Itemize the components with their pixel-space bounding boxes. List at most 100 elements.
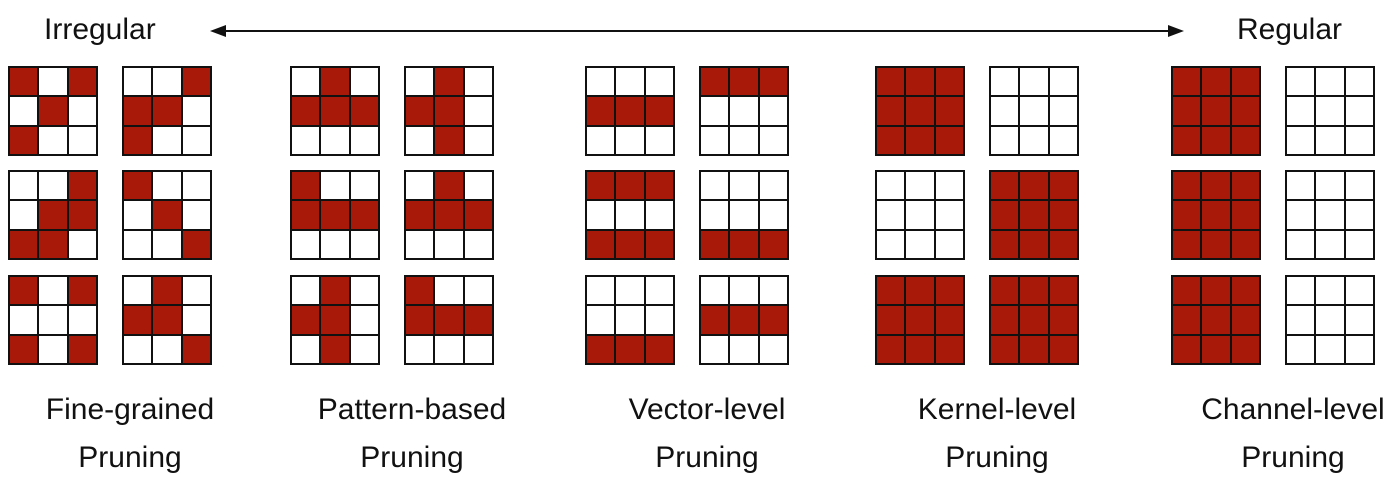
pruned-weight-cell xyxy=(701,230,729,258)
pruned-weight-cell xyxy=(124,172,152,200)
weight-cell xyxy=(759,172,787,200)
weight-cell xyxy=(906,201,934,229)
pruned-weight-cell xyxy=(1173,277,1201,305)
weight-cell xyxy=(292,335,320,363)
pruned-weight-cell xyxy=(935,306,963,334)
weight-cell xyxy=(645,126,673,154)
pruned-weight-cell xyxy=(10,126,38,154)
weight-cell xyxy=(1316,97,1344,125)
pruned-weight-cell xyxy=(587,97,615,125)
weight-cell xyxy=(182,277,210,305)
weight-cell xyxy=(406,335,434,363)
pruned-weight-cell xyxy=(991,172,1019,200)
weight-cell xyxy=(464,277,492,305)
weight-cell xyxy=(124,201,152,229)
weight-cell xyxy=(587,68,615,96)
weight-cell xyxy=(10,201,38,229)
kernel-grid xyxy=(1171,170,1261,260)
caption-line-1: Pattern-based xyxy=(317,393,507,426)
weight-cell xyxy=(435,230,463,258)
weight-cell xyxy=(464,230,492,258)
weight-cell xyxy=(182,306,210,334)
weight-cell xyxy=(587,277,615,305)
kernel-grid xyxy=(404,170,494,260)
kernel-grid xyxy=(875,66,965,156)
kernel-grid xyxy=(989,170,1079,260)
weight-cell xyxy=(1287,201,1315,229)
pruned-weight-cell xyxy=(435,126,463,154)
pruned-weight-cell xyxy=(701,68,729,96)
weight-cell xyxy=(877,230,905,258)
pruned-weight-cell xyxy=(1020,306,1048,334)
weight-cell xyxy=(1345,230,1373,258)
pruned-weight-cell xyxy=(991,201,1019,229)
pruned-weight-cell xyxy=(935,97,963,125)
pruned-weight-cell xyxy=(616,97,644,125)
kernel-grid xyxy=(290,66,380,156)
pruned-weight-cell xyxy=(406,201,434,229)
weight-cell xyxy=(730,201,758,229)
weight-cell xyxy=(1345,97,1373,125)
pruned-weight-cell xyxy=(1231,335,1259,363)
weight-cell xyxy=(616,201,644,229)
pruned-weight-cell xyxy=(68,277,96,305)
pruned-weight-cell xyxy=(991,306,1019,334)
caption-line-1: Vector-level xyxy=(628,393,786,426)
pruned-weight-cell xyxy=(991,277,1019,305)
weight-cell xyxy=(1287,126,1315,154)
weight-cell xyxy=(991,97,1019,125)
weight-cell xyxy=(701,201,729,229)
kernel-grid xyxy=(290,275,380,365)
weight-cell xyxy=(935,201,963,229)
kernel-grid xyxy=(404,66,494,156)
pruned-weight-cell xyxy=(877,97,905,125)
pruned-weight-cell xyxy=(1231,97,1259,125)
weight-cell xyxy=(406,172,434,200)
caption-line-2: Pruning xyxy=(1241,441,1345,474)
pruned-weight-cell xyxy=(645,97,673,125)
pruned-weight-cell xyxy=(124,97,152,125)
weight-cell xyxy=(1049,126,1077,154)
pruned-weight-cell xyxy=(68,172,96,200)
pruned-weight-cell xyxy=(877,306,905,334)
pruned-weight-cell xyxy=(406,306,434,334)
pruned-weight-cell xyxy=(153,97,181,125)
weight-cell xyxy=(906,230,934,258)
pruned-weight-cell xyxy=(1202,306,1230,334)
pruned-weight-cell xyxy=(1231,68,1259,96)
pruned-weight-cell xyxy=(1231,230,1259,258)
weight-cell xyxy=(68,97,96,125)
pruned-weight-cell xyxy=(435,306,463,334)
pruned-weight-cell xyxy=(1231,306,1259,334)
pruned-weight-cell xyxy=(1173,97,1201,125)
weight-cell xyxy=(1316,201,1344,229)
weight-cell xyxy=(616,306,644,334)
kernel-grid xyxy=(404,275,494,365)
pruned-weight-cell xyxy=(124,306,152,334)
pruned-weight-cell xyxy=(587,335,615,363)
kernel-grid xyxy=(1171,66,1261,156)
kernel-grid xyxy=(122,66,212,156)
weight-cell xyxy=(1345,306,1373,334)
weight-cell xyxy=(645,306,673,334)
pruned-weight-cell xyxy=(1049,201,1077,229)
weight-cell xyxy=(39,335,67,363)
weight-cell xyxy=(10,306,38,334)
weight-cell xyxy=(350,68,378,96)
weight-cell xyxy=(701,172,729,200)
pruned-weight-cell xyxy=(935,68,963,96)
pruned-weight-cell xyxy=(39,230,67,258)
weight-cell xyxy=(701,126,729,154)
weight-cell xyxy=(406,230,434,258)
pruned-weight-cell xyxy=(292,201,320,229)
pruned-weight-cell xyxy=(877,335,905,363)
weight-cell xyxy=(350,172,378,200)
kernel-grid xyxy=(1285,66,1375,156)
pruned-weight-cell xyxy=(10,68,38,96)
pruned-weight-cell xyxy=(906,126,934,154)
weight-cell xyxy=(991,126,1019,154)
